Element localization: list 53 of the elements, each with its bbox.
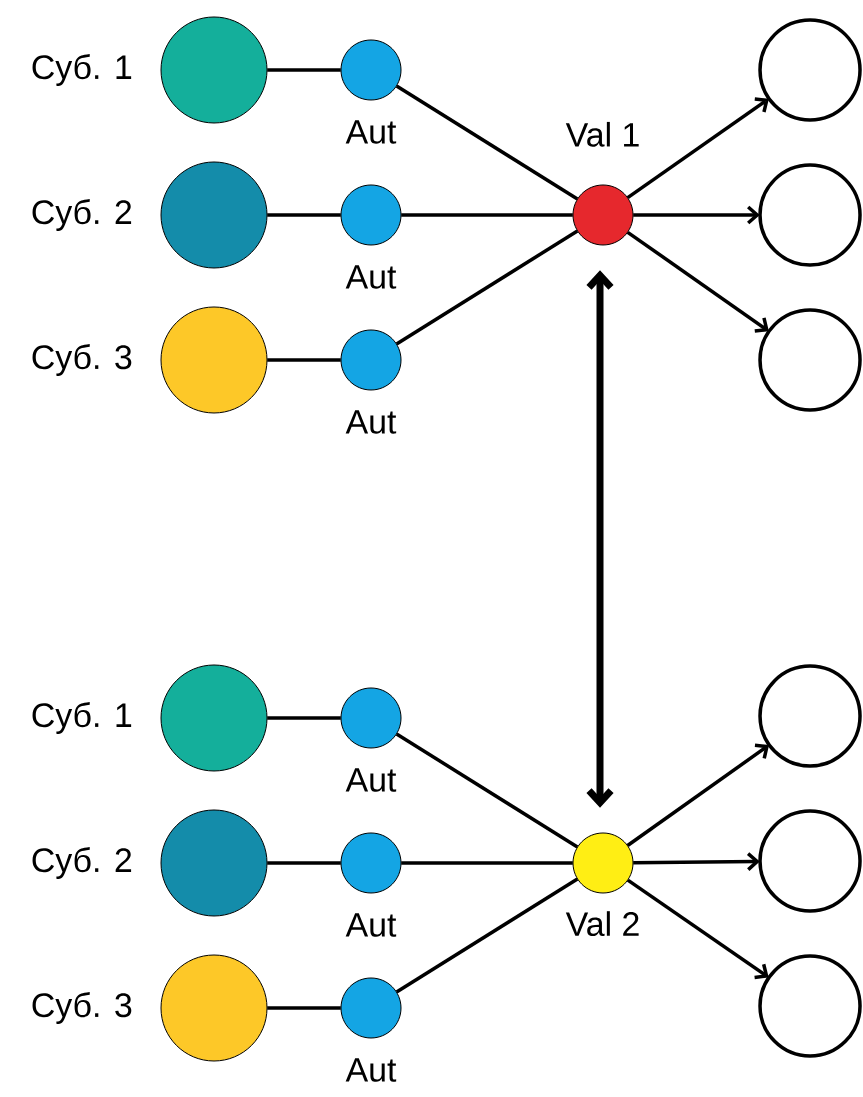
value-label: Val 2 <box>565 911 639 937</box>
aut-circle <box>340 329 402 391</box>
subject-circle <box>160 664 268 772</box>
connector-line <box>395 229 579 346</box>
connector-line <box>401 861 573 865</box>
subject-circle <box>160 954 268 1062</box>
output-circle <box>758 809 862 913</box>
arrow <box>633 205 760 225</box>
connector-line <box>267 716 341 720</box>
connector-line <box>267 213 341 217</box>
connector-line <box>267 1006 341 1010</box>
subject-label: Суб. 2 <box>32 847 132 879</box>
connector-line <box>401 213 573 217</box>
aut-circle <box>340 977 402 1039</box>
value-circle <box>572 832 634 894</box>
arrow <box>626 743 770 847</box>
arrow <box>626 97 769 200</box>
subject-label: Суб. 1 <box>32 54 132 86</box>
connector-line <box>267 68 341 72</box>
arrow <box>633 852 760 871</box>
aut-label: Aut <box>345 410 397 434</box>
aut-circle <box>340 184 402 246</box>
arrow <box>626 878 769 980</box>
arrow <box>626 230 769 333</box>
subject-label: Суб. 1 <box>32 702 132 734</box>
subject-circle <box>160 306 268 414</box>
output-circle <box>758 308 862 412</box>
value-label: Val 1 <box>565 121 639 147</box>
output-circle <box>758 954 862 1058</box>
aut-label: Aut <box>345 1058 397 1082</box>
output-circle <box>758 18 862 122</box>
connector-line <box>395 732 579 849</box>
subject-label: Суб. 3 <box>32 344 132 376</box>
subject-circle <box>160 16 268 124</box>
aut-label: Aut <box>345 120 397 144</box>
subject-label: Суб. 2 <box>32 199 132 231</box>
double-arrow <box>586 270 614 808</box>
output-circle <box>758 163 862 267</box>
subject-label: Суб. 3 <box>32 992 132 1024</box>
value-circle <box>572 184 634 246</box>
output-circle <box>758 664 862 768</box>
subject-circle <box>160 161 268 269</box>
aut-label: Aut <box>345 768 397 792</box>
aut-circle <box>340 39 402 101</box>
aut-label: Aut <box>345 913 397 937</box>
subject-circle <box>160 809 268 917</box>
aut-label: Aut <box>345 265 397 289</box>
connector-line <box>395 84 579 201</box>
connector-line <box>395 877 579 994</box>
aut-circle <box>340 687 402 749</box>
connector-line <box>267 358 341 362</box>
aut-circle <box>340 832 402 894</box>
connector-line <box>267 861 341 865</box>
